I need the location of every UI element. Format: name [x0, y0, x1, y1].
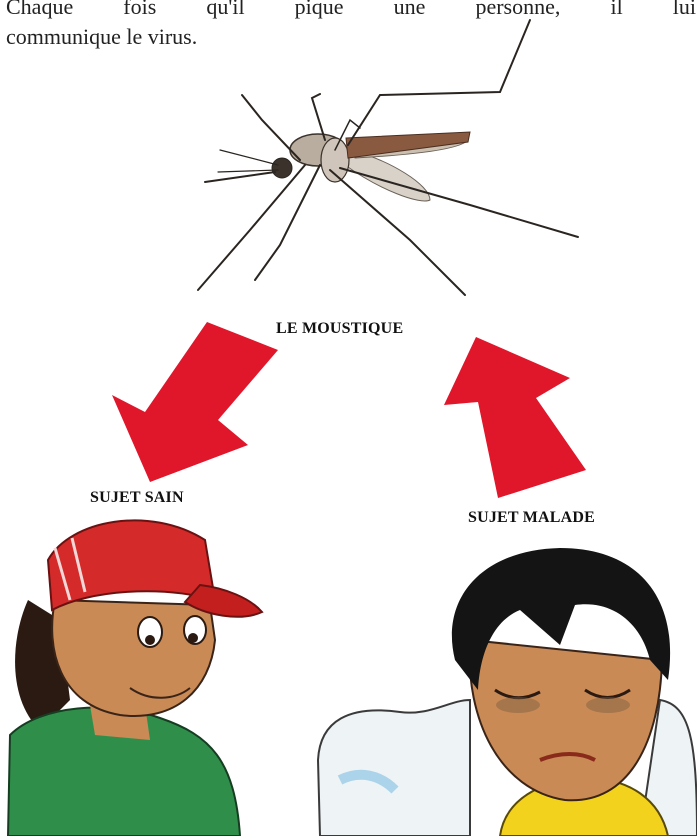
label-sick-subject: SUJET MALADE — [468, 509, 595, 527]
healthy-person-illustration — [8, 520, 262, 836]
arrow-up-left-icon — [444, 337, 586, 498]
label-mosquito: LE MOUSTIQUE — [276, 320, 403, 338]
sick-person-illustration — [318, 548, 697, 836]
mosquito-illustration — [198, 20, 578, 295]
label-healthy-subject: SUJET SAIN — [90, 489, 184, 507]
arrow-down-left-icon — [112, 322, 278, 482]
